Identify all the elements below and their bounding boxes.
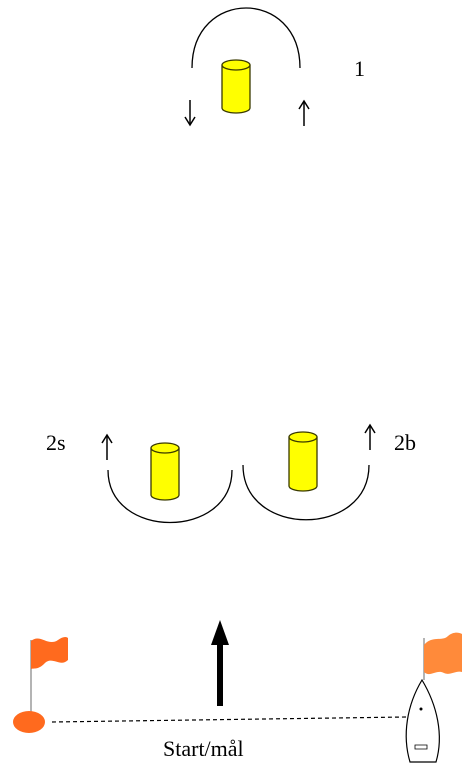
start-finish-line xyxy=(52,717,406,722)
mark-2s-label: 2s xyxy=(46,432,66,454)
mark-2b-label: 2b xyxy=(394,432,416,454)
arrow-up-icon xyxy=(299,101,309,126)
mark-2s-buoy-icon xyxy=(151,443,179,500)
arrow-up-icon xyxy=(211,620,229,706)
mark-1-rounding-arc xyxy=(192,8,300,68)
mark-1-label: 1 xyxy=(354,58,365,80)
pin-buoy-icon xyxy=(13,711,45,733)
flag-icon xyxy=(31,637,68,712)
mark-2b-buoy-icon xyxy=(289,432,317,491)
arrow-down-icon xyxy=(185,100,195,125)
sailboat-icon xyxy=(406,680,439,762)
flag-icon xyxy=(424,633,462,680)
arrow-up-icon xyxy=(365,425,375,450)
mark-1-buoy-icon xyxy=(222,60,250,113)
arrow-up-icon xyxy=(102,435,112,460)
start-finish-label: Start/mål xyxy=(163,738,244,760)
